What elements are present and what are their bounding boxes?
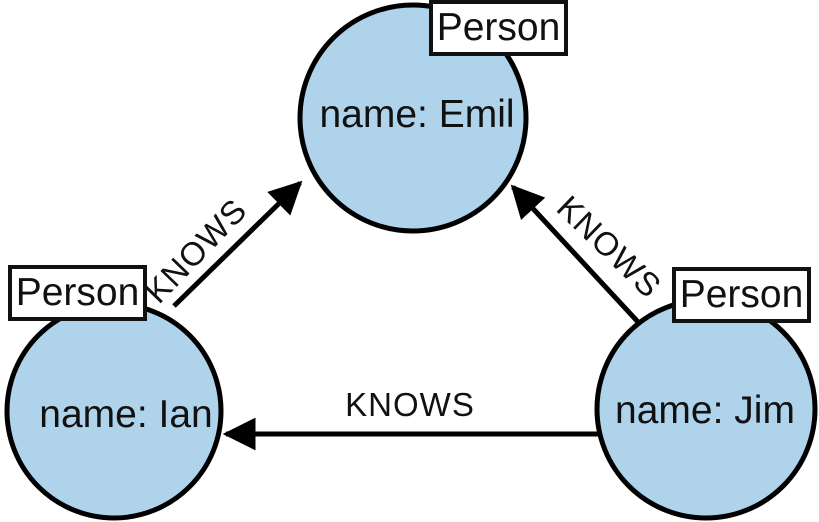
node-caption-ian: name: Ian: [39, 393, 213, 436]
edge-ian-knows-emil: [172, 180, 303, 308]
node-label-box-jim: Person: [672, 267, 811, 323]
node-caption-emil: name: Emil: [319, 93, 515, 136]
edge-jim-knows-emil: [510, 184, 640, 324]
node-caption-jim: name: Jim: [615, 389, 795, 432]
node-label-box-emil: Person: [429, 0, 568, 56]
node-circle-emil: [297, 2, 529, 234]
edge-label-jim-knows-ian: KNOWS: [345, 386, 475, 423]
node-label-box-ian: Person: [8, 265, 147, 321]
